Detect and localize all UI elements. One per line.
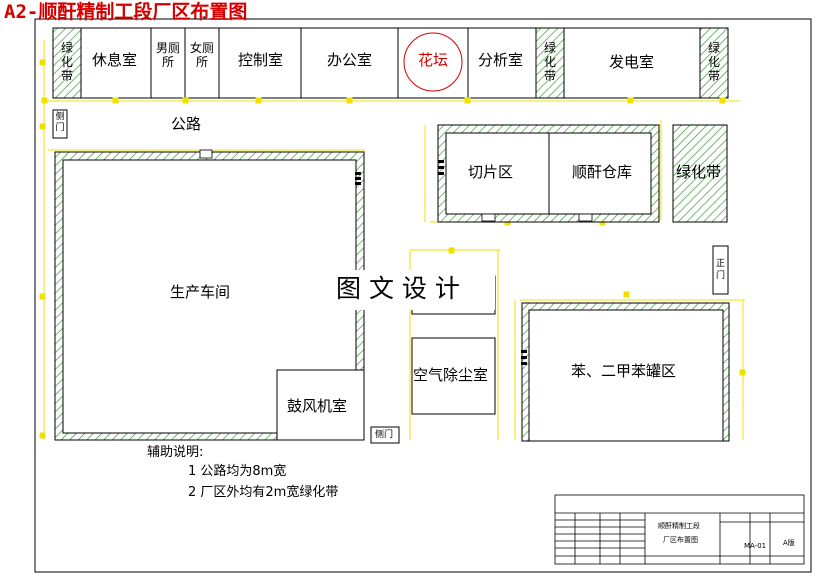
room-green-belt-1: 绿化带	[60, 41, 73, 83]
warehouse-label: 顺酐仓库	[572, 163, 633, 181]
room-office: 办公室	[327, 51, 373, 69]
air-dust-room-label: 空气除尘室	[413, 366, 489, 384]
side-gate-bottom-box	[370, 426, 400, 444]
title-block-name-2: 厂区布置图	[663, 536, 698, 544]
drawing-title: A2-顺酐精制工段厂区布置图	[4, 1, 248, 23]
watermark-text: 图 文 设 计	[336, 274, 460, 303]
room-female-wc: 女厕所	[190, 41, 215, 69]
room-power: 发电室	[609, 53, 655, 71]
road-label: 公路	[171, 115, 202, 133]
production-hall	[54, 149, 365, 441]
green-belt-right-label: 绿化带	[676, 163, 722, 181]
blower-room	[276, 369, 365, 441]
title-block	[554, 494, 805, 565]
side-gate-top: 侧门	[55, 112, 65, 133]
tank-area-label: 苯、二甲苯罐区	[571, 362, 677, 380]
title-block-edition: A版	[783, 539, 795, 547]
room-green-belt-2: 绿化带	[543, 41, 556, 83]
room-rest: 休息室	[92, 51, 138, 69]
drawing-frame	[34, 18, 812, 573]
side-gate-top-box	[52, 109, 68, 139]
room-green-belt-3: 绿化带	[707, 41, 720, 83]
notes-line-2: 2 厂区外均有2m宽绿化带	[188, 485, 339, 500]
production-hall-label: 生产车间	[170, 283, 231, 301]
notes-line-1: 1 公路均为8m宽	[188, 464, 287, 479]
room-male-wc: 男厕所	[156, 41, 181, 69]
notes-heading: 辅助说明:	[147, 445, 204, 460]
main-gate-label: 正门	[715, 259, 725, 281]
watermark-bg	[335, 270, 495, 310]
title-block-code: MA-01	[744, 542, 767, 550]
title-block-name-1: 顺酐精制工段	[658, 522, 700, 530]
top-building-row	[52, 27, 729, 99]
room-control: 控制室	[238, 51, 284, 69]
slicing-area-label: 切片区	[468, 163, 514, 181]
room-garden: 花坛	[418, 51, 449, 69]
blower-room-label: 鼓风机室	[287, 397, 348, 415]
tank-area	[521, 302, 730, 442]
slicing-warehouse-block	[437, 124, 660, 223]
room-analysis: 分析室	[478, 51, 524, 69]
main-gate-box	[712, 245, 729, 295]
side-gate-bottom: 侧门	[375, 430, 394, 440]
garden-circle	[403, 32, 463, 92]
green-belt-right	[672, 124, 728, 223]
